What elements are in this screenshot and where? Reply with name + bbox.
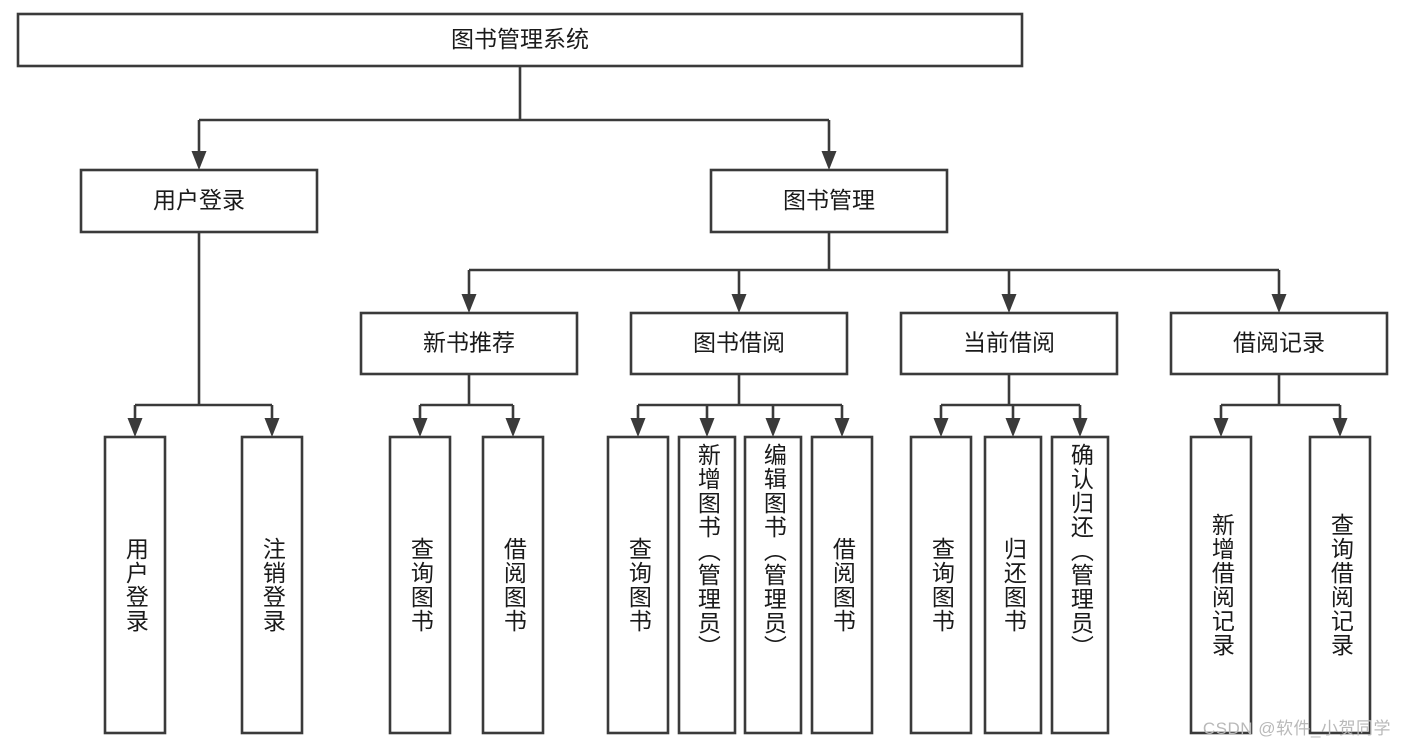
- node-label-user-login: 用户登录: [153, 187, 245, 213]
- node-label-current-borrow: 当前借阅: [963, 330, 1055, 356]
- arrow-to-leaf-query-book-current: [933, 418, 949, 437]
- node-box-leaf-query-book-current[interactable]: [909, 435, 973, 735]
- node-label-borrow-record: 借阅记录: [1233, 330, 1325, 356]
- node-box-root[interactable]: [16, 12, 1024, 68]
- node-box-leaf-confirm-return-admin[interactable]: [1050, 435, 1110, 735]
- node-box-new-book-recommend[interactable]: [359, 311, 579, 376]
- arrow-to-leaf-borrow-book-recommend: [505, 418, 521, 437]
- node-box-leaf-borrow-book-recommend[interactable]: [481, 435, 545, 735]
- watermark-text: CSDN @软件_小贺同学: [1202, 719, 1391, 738]
- node-label-book-management: 图书管理: [783, 187, 875, 213]
- arrow-to-leaf-borrow-book-borrow: [834, 418, 850, 437]
- arrow-to-new-book-recommend: [461, 294, 477, 313]
- node-box-current-borrow[interactable]: [899, 311, 1119, 376]
- arrow-to-leaf-query-book-recommend: [412, 418, 428, 437]
- node-box-leaf-edit-book-admin[interactable]: [743, 435, 803, 735]
- node-box-leaf-logout-login[interactable]: [240, 435, 304, 735]
- node-box-leaf-query-book-borrow[interactable]: [606, 435, 670, 735]
- arrow-to-leaf-logout-login: [264, 418, 280, 437]
- node-box-layer: [16, 12, 1389, 735]
- node-box-leaf-query-book-recommend[interactable]: [388, 435, 452, 735]
- arrow-to-book-management: [821, 151, 837, 170]
- arrow-to-leaf-confirm-return-admin: [1072, 418, 1088, 437]
- arrow-to-book-borrow: [731, 294, 747, 313]
- arrow-to-leaf-query-borrow-record: [1332, 418, 1348, 437]
- arrow-to-leaf-user-login: [127, 418, 143, 437]
- node-box-leaf-add-borrow-record[interactable]: [1189, 435, 1253, 735]
- arrow-to-leaf-add-borrow-record: [1213, 418, 1229, 437]
- node-box-leaf-add-book-admin[interactable]: [677, 435, 737, 735]
- arrow-to-borrow-record: [1271, 294, 1287, 313]
- node-box-leaf-query-borrow-record[interactable]: [1308, 435, 1372, 735]
- arrow-to-leaf-add-book-admin: [699, 418, 715, 437]
- node-box-borrow-record[interactable]: [1169, 311, 1389, 376]
- arrow-to-user-login: [191, 151, 207, 170]
- arrow-to-leaf-edit-book-admin: [765, 418, 781, 437]
- node-box-book-management[interactable]: [709, 168, 949, 234]
- connector-layer: [127, 66, 1348, 437]
- node-label-book-borrow: 图书借阅: [693, 330, 785, 356]
- node-box-leaf-return-book[interactable]: [983, 435, 1043, 735]
- arrow-to-leaf-return-book: [1005, 418, 1021, 437]
- node-box-leaf-user-login[interactable]: [103, 435, 167, 735]
- node-box-leaf-borrow-book-borrow[interactable]: [810, 435, 874, 735]
- node-label-root: 图书管理系统: [451, 26, 589, 52]
- arrow-to-current-borrow: [1001, 294, 1017, 313]
- node-box-user-login[interactable]: [79, 168, 319, 234]
- node-box-book-borrow[interactable]: [629, 311, 849, 376]
- arrow-to-leaf-query-book-borrow: [630, 418, 646, 437]
- node-label-new-book-recommend: 新书推荐: [423, 330, 515, 356]
